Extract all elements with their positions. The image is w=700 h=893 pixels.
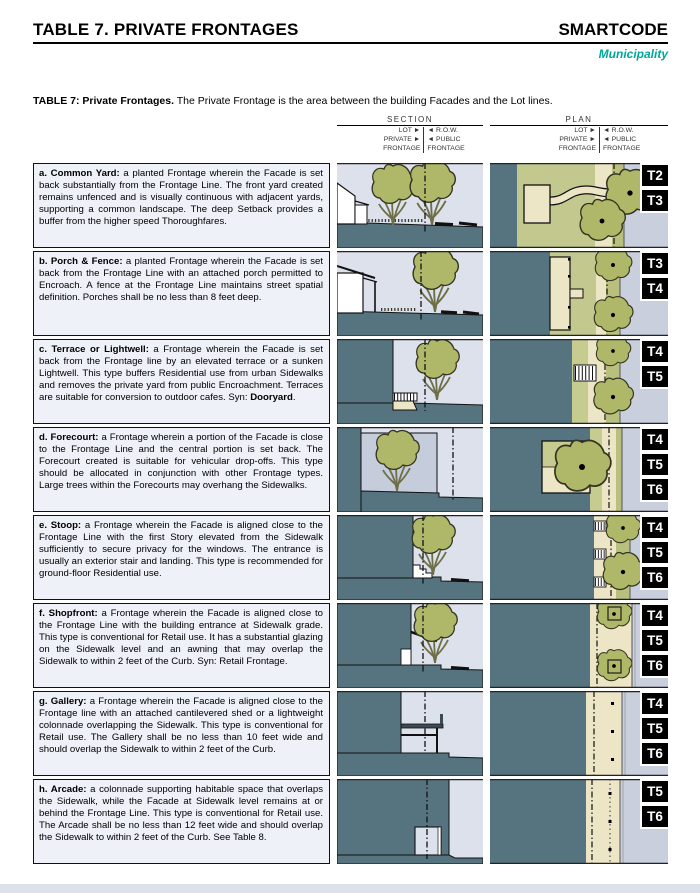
section-diagram-gallery	[337, 691, 483, 776]
plan-lot-labels: LOT ► PRIVATE ► FRONTAGE	[558, 127, 597, 152]
section-lot-labels: LOT ► PRIVATE ► FRONTAGE	[383, 127, 421, 152]
transect-tag: T4	[642, 429, 668, 450]
footer-strip	[0, 884, 700, 893]
plan-diagram-forecourt	[490, 427, 668, 512]
transect-tags: T5 T6	[642, 781, 668, 827]
transect-tag: T4	[642, 341, 668, 362]
column-headers: SECTION LOT ► PRIVATE ► FRONTAGE ◄ R.O.W…	[33, 115, 668, 161]
transect-tag: T5	[642, 718, 668, 739]
page-header: TABLE 7. PRIVATE FRONTAGES SMARTCODE	[33, 20, 668, 44]
table-caption: TABLE 7: Private Frontages. The Private …	[33, 95, 668, 107]
plan-row-labels: ◄ R.O.W. ◄ PUBLIC FRONTAGE	[599, 127, 668, 154]
transect-tag: T5	[642, 366, 668, 387]
section-diagram-porch-fence	[337, 251, 483, 336]
transect-tag: T2	[642, 165, 668, 186]
plan-diagram-gallery	[490, 691, 668, 776]
frontage-row-forecourt: d. Forecourt: a Frontage wherein a porti…	[33, 427, 668, 512]
frontage-row-stoop: e. Stoop: a Frontage wherein the Facade …	[33, 515, 668, 600]
transect-tag: T4	[642, 517, 668, 538]
page: TABLE 7. PRIVATE FRONTAGES SMARTCODE Mun…	[33, 0, 668, 867]
description-shopfront: f. Shopfront: a Frontage wherein the Fac…	[33, 603, 330, 688]
transect-tag: T4	[642, 693, 668, 714]
section-diagram-shopfront	[337, 603, 483, 688]
plan-diagram-porch-fence	[490, 251, 668, 336]
description-gallery: g. Gallery: a Frontage wherein the Facad…	[33, 691, 330, 776]
frontage-row-terrace-lightwell: c. Terrace or Lightwell: a Frontage wher…	[33, 339, 668, 424]
plan-diagram-arcade	[490, 779, 668, 864]
transect-tag: T4	[642, 605, 668, 626]
transect-tags: T3 T4	[642, 253, 668, 299]
transect-tags: T4 T5 T6	[642, 605, 668, 676]
frontage-row-gallery: g. Gallery: a Frontage wherein the Facad…	[33, 691, 668, 776]
section-title: SECTION	[337, 115, 483, 126]
table-caption-text: The Private Frontage is the area between…	[174, 95, 553, 107]
transect-tag: T6	[642, 479, 668, 500]
section-diagram-forecourt	[337, 427, 483, 512]
plan-column-header: PLAN LOT ► PRIVATE ► FRONTAGE ◄ R.O.W. ◄…	[490, 115, 668, 154]
municipality-label: Municipality	[598, 47, 668, 61]
frontage-row-porch-fence: b. Porch & Fence: a planted Frontage whe…	[33, 251, 668, 336]
transect-tag: T3	[642, 190, 668, 211]
frontage-row-common-yard: a. Common Yard: a planted Frontage where…	[33, 163, 668, 248]
transect-tags: T4 T5 T6	[642, 693, 668, 764]
description-porch-fence: b. Porch & Fence: a planted Frontage whe…	[33, 251, 330, 336]
transect-tag: T3	[642, 253, 668, 274]
description-forecourt: d. Forecourt: a Frontage wherein a porti…	[33, 427, 330, 512]
plan-diagram-terrace-lightwell	[490, 339, 668, 424]
transect-tag: T4	[642, 278, 668, 299]
plan-diagram-stoop	[490, 515, 668, 600]
section-row-labels: ◄ R.O.W. ◄ PUBLIC FRONTAGE	[423, 127, 483, 154]
transect-tag: T6	[642, 806, 668, 827]
description-stoop: e. Stoop: a Frontage wherein the Facade …	[33, 515, 330, 600]
transect-tags: T4 T5 T6	[642, 517, 668, 588]
transect-tag: T5	[642, 630, 668, 651]
transect-tag: T5	[642, 542, 668, 563]
frontage-row-shopfront: f. Shopfront: a Frontage wherein the Fac…	[33, 603, 668, 688]
transect-tag: T5	[642, 781, 668, 802]
brand-title: SMARTCODE	[558, 20, 668, 39]
transect-tag: T6	[642, 567, 668, 588]
description-common-yard: a. Common Yard: a planted Frontage where…	[33, 163, 330, 248]
plan-diagram-common-yard	[490, 163, 668, 248]
section-diagram-common-yard	[337, 163, 483, 248]
transect-tag: T6	[642, 743, 668, 764]
section-column-header: SECTION LOT ► PRIVATE ► FRONTAGE ◄ R.O.W…	[337, 115, 483, 154]
transect-tags: T4 T5	[642, 341, 668, 387]
section-diagram-terrace-lightwell	[337, 339, 483, 424]
transect-tag: T5	[642, 454, 668, 475]
frontage-row-arcade: h. Arcade: a colonnade supporting habita…	[33, 779, 668, 864]
section-diagram-arcade	[337, 779, 483, 864]
description-terrace-lightwell: c. Terrace or Lightwell: a Frontage wher…	[33, 339, 330, 424]
plan-diagram-shopfront	[490, 603, 668, 688]
page-title: TABLE 7. PRIVATE FRONTAGES	[33, 20, 299, 39]
plan-title: PLAN	[490, 115, 668, 126]
description-arcade: h. Arcade: a colonnade supporting habita…	[33, 779, 330, 864]
table-caption-lead: TABLE 7: Private Frontages.	[33, 95, 175, 107]
transect-tags: T2 T3	[642, 165, 668, 211]
section-diagram-stoop	[337, 515, 483, 600]
transect-tag: T6	[642, 655, 668, 676]
transect-tags: T4 T5 T6	[642, 429, 668, 500]
